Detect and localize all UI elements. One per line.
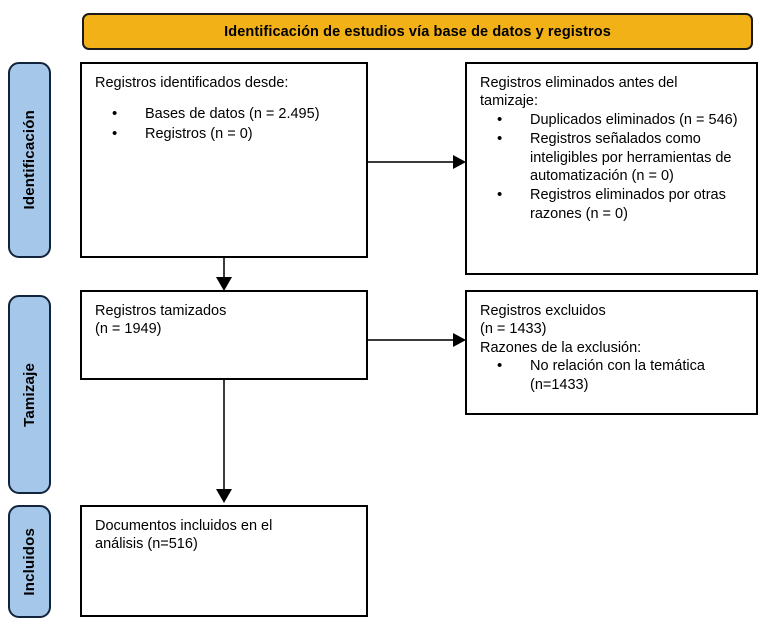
diagram-title-banner: Identificación de estudios vía base de d… <box>82 13 753 50</box>
diagram-title-text: Identificación de estudios vía base de d… <box>224 23 611 40</box>
documents-included-line1: Documentos incluidos en el <box>95 518 273 534</box>
stage-tab-tamizaje-label: Tamizaje <box>21 362 38 427</box>
list-item: Registros eliminados por otras razones (… <box>480 185 745 223</box>
list-item: Bases de datos (n = 2.495) <box>95 104 355 123</box>
documents-included-line2: análisis (n=516) <box>95 536 198 553</box>
connector-identified-to-removed-line <box>368 161 455 163</box>
connector-screened-to-included-line <box>223 380 225 492</box>
stage-tab-incluidos: Incluidos <box>8 505 51 618</box>
box-records-identified: Registros identificados desde: Bases de … <box>80 62 368 258</box>
records-removed-heading-line2: tamizaje: <box>480 93 539 110</box>
box-documents-included: Documentos incluidos en el análisis (n=5… <box>80 505 368 617</box>
box-records-removed: Registros eliminados antes del tamizaje:… <box>465 62 758 275</box>
records-excluded-line1: Registros excluidos <box>480 303 606 319</box>
arrow-right-icon-identified-to-removed <box>453 155 466 169</box>
arrow-down-icon-identified-to-screened <box>216 277 232 291</box>
records-screened-line1: Registros tamizados <box>95 303 227 319</box>
records-excluded-line2: (n = 1433) <box>480 321 547 338</box>
arrow-right-icon-screened-to-excluded <box>453 333 466 347</box>
records-excluded-bullets: No relación con la temática (n=1433) <box>480 356 745 394</box>
list-item: No relación con la temática (n=1433) <box>480 356 745 394</box>
spacer <box>95 92 355 105</box>
records-removed-bullets: Duplicados eliminados (n = 546) Registro… <box>480 110 745 223</box>
stage-tab-identificacion: Identificación <box>8 62 51 258</box>
list-item: Registros señalados como inteligibles po… <box>480 129 745 185</box>
box-records-excluded: Registros excluidos (n = 1433) Razones d… <box>465 290 758 415</box>
list-item: Registros (n = 0) <box>95 124 355 143</box>
records-screened-line2: (n = 1949) <box>95 321 162 338</box>
records-excluded-line3: Razones de la exclusión: <box>480 339 642 356</box>
connector-screened-to-excluded-line <box>368 339 455 341</box>
records-identified-heading: Registros identificados desde: <box>95 75 289 91</box>
connector-identified-to-screened-line <box>223 258 225 280</box>
arrow-down-icon-screened-to-included <box>216 489 232 503</box>
stage-tab-identificacion-label: Identificación <box>21 110 38 210</box>
stage-tab-tamizaje: Tamizaje <box>8 295 51 494</box>
stage-tab-incluidos-label: Incluidos <box>21 527 38 596</box>
list-item: Duplicados eliminados (n = 546) <box>480 110 745 129</box>
box-records-screened: Registros tamizados (n = 1949) <box>80 290 368 380</box>
records-removed-heading-line1: Registros eliminados antes del <box>480 75 678 91</box>
records-identified-bullets: Bases de datos (n = 2.495) Registros (n … <box>95 104 355 143</box>
